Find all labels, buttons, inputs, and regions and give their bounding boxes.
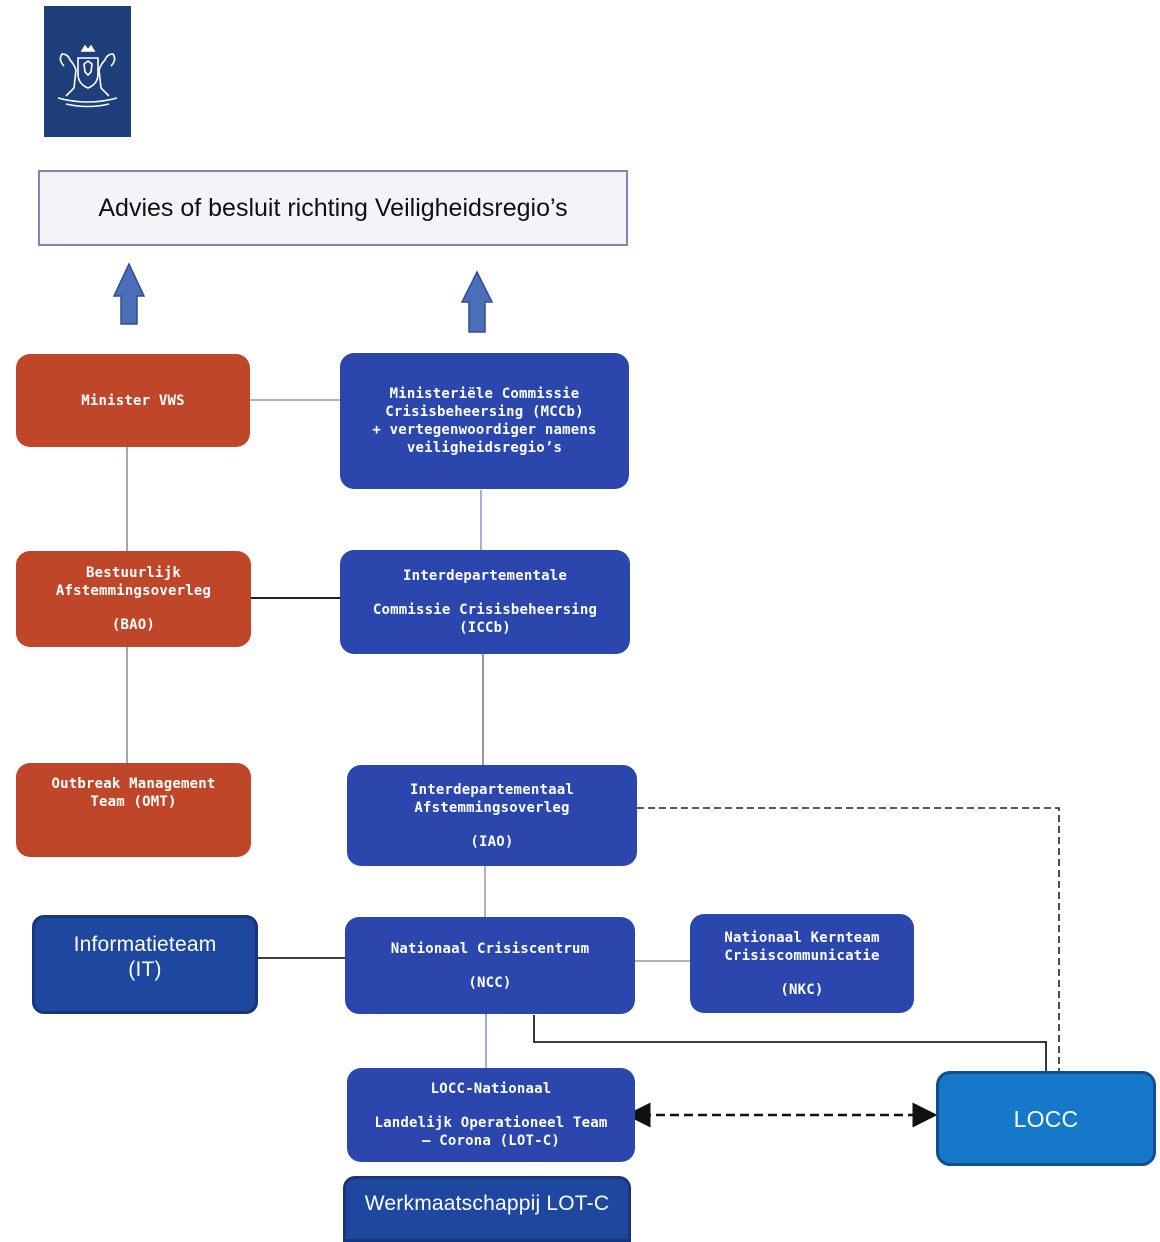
box-minister-vws: Minister VWS [16,354,250,447]
box-bao: Bestuurlijk Afstemmingsoverleg (BAO) [16,551,251,647]
ncc-line1: Nationaal Crisiscentrum [390,940,590,957]
header-text: Advies of besluit richting Veiligheidsre… [98,193,568,222]
locc-label: LOCC [1013,1105,1079,1132]
box-werkmaatschappij: Werkmaatschappij LOT-C [343,1176,631,1242]
box-ncc: Nationaal Crisiscentrum (NCC) [345,917,635,1014]
box-omt: Outbreak Management Team (OMT) [16,763,251,857]
omt-line2: Team (OMT) [90,794,177,810]
werkmaatschappij-label: Werkmaatschappij LOT-C [364,1192,610,1215]
iccb-line1: Interdepartementale [403,568,567,584]
box-nkc: Nationaal Kernteam Crisiscommunicatie (N… [690,914,914,1013]
iao-line2: Afstemmingsoverleg [414,799,570,816]
lotc-line2: Landelijk Operationeel Team [374,1115,608,1131]
bao-line2: Afstemmingsoverleg [55,583,212,599]
mccb-line3: + vertegenwoordiger namens [372,422,597,438]
box-mccb: Ministeriële Commissie Crisisbeheersing … [340,353,629,489]
box-iccb: Interdepartementale Commissie Crisisbehe… [340,550,630,654]
iccb-line3: (ICCb) [459,620,511,636]
mccb-line2: Crisisbeheersing (MCCb) [385,404,584,420]
lotc-line1: LOCC-Nationaal [430,1081,552,1097]
nkc-line2: Crisiscommunicatie [724,947,880,964]
lotc-line3: – Corona (LOT-C) [421,1133,561,1149]
box-informatieteam: Informatieteam (IT) [32,915,258,1014]
nkc-line1: Nationaal Kernteam [724,929,880,946]
mccb-line1: Ministeriële Commissie [389,386,580,402]
ncc-line2: (NCC) [468,974,512,991]
iao-line3: (IAO) [470,833,514,850]
iccb-line2: Commissie Crisisbeheersing [372,602,598,618]
coat-of-arms-icon [57,44,118,108]
bao-line1: Bestuurlijk [86,565,181,581]
mccb-line4: veiligheidsregio’s [406,440,563,456]
up-arrow-left [112,262,146,325]
it-line2: (IT) [128,958,162,981]
bao-line3: (BAO) [111,617,156,633]
nkc-line3: (NKC) [780,981,824,998]
connector-ncc-locc [533,1015,1047,1071]
minister-vws-label: Minister VWS [81,392,185,409]
iao-line1: Interdepartementaal [410,781,574,798]
box-lot-c: LOCC-Nationaal Landelijk Operationeel Te… [347,1068,635,1162]
header-advies-box: Advies of besluit richting Veiligheidsre… [38,170,628,246]
up-arrow-right [460,270,494,333]
rijksoverheid-logo [44,6,131,137]
connector-iao-locc-dashed [637,807,1060,1071]
it-line1: Informatieteam [73,933,217,956]
omt-line1: Outbreak Management [51,776,216,792]
box-iao: Interdepartementaal Afstemmingsoverleg (… [347,765,637,866]
box-locc: LOCC [936,1071,1156,1166]
